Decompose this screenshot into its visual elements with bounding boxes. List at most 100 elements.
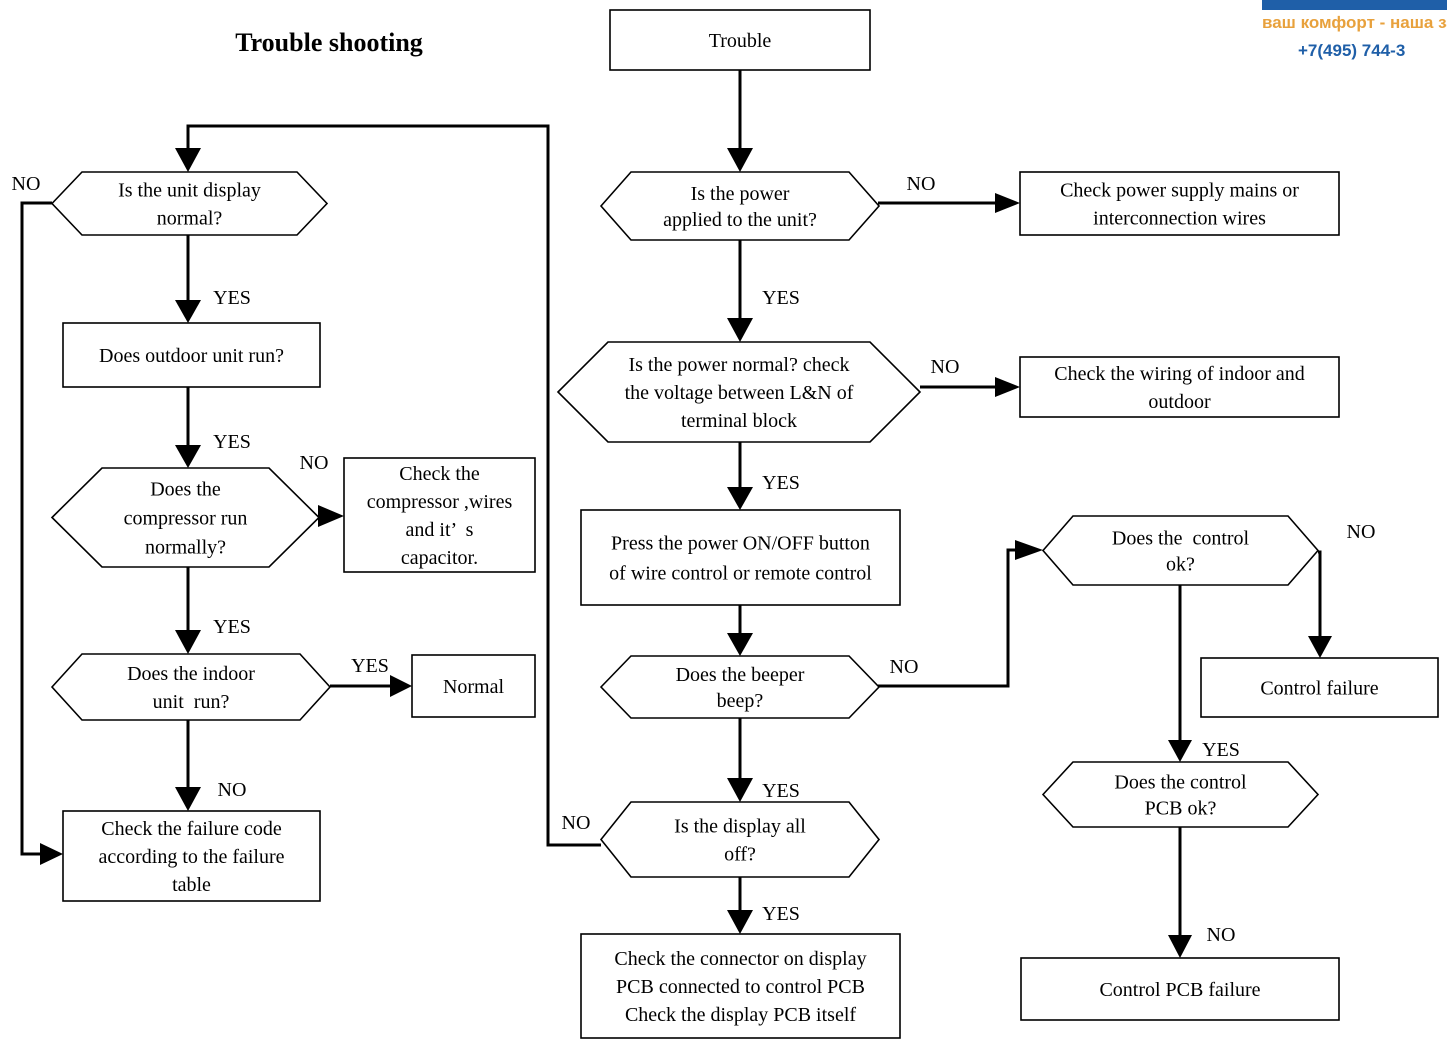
node-text-line: ok? — [1166, 554, 1195, 576]
node-text-line: Is the unit display — [118, 180, 261, 202]
node-text-line: Does outdoor unit run? — [99, 345, 284, 367]
edge-label-compressor-no: NO — [300, 452, 329, 474]
node-text-line: Check the wiring of indoor and — [1054, 363, 1305, 385]
node-indoor-run: Does the indoor unit run? — [50, 653, 332, 721]
decision-hexagon — [599, 171, 881, 241]
node-text-line: Control PCB failure — [1099, 979, 1260, 1001]
decision-hexagon — [50, 653, 332, 721]
decision-hexagon — [599, 655, 881, 719]
node-text-line: Does the indoor — [127, 663, 255, 685]
decision-hexagon — [599, 801, 881, 878]
process-box — [411, 654, 536, 718]
decision-hexagon — [1041, 515, 1320, 586]
watermark: ваш комфорт - наша заб +7(495) 744-3 — [1262, 0, 1447, 60]
node-text-line: unit run? — [153, 691, 230, 713]
arrowhead-to-display-normal — [175, 148, 201, 172]
connectors — [20, 69, 1322, 935]
edge-label-powernormal-no: NO — [931, 356, 960, 378]
edge-display-no — [186, 124, 601, 847]
edge-label-indoor-yes: YES — [351, 655, 389, 677]
node-power-normal: Is the power normal? check the voltage be… — [556, 341, 922, 443]
node-text-line: the voltage between L&N of — [625, 382, 854, 404]
arrowhead-to-compressor — [175, 445, 201, 468]
process-box — [580, 933, 901, 1039]
arrowhead-to-outdoor — [175, 300, 201, 323]
arrowhead-to-check-compressor — [318, 505, 344, 527]
edge-label-beeper-no: NO — [890, 656, 919, 678]
process-box — [1020, 957, 1340, 1021]
process-box — [62, 322, 321, 388]
node-text-line: PCB connected to control PCB — [616, 976, 865, 998]
arrowhead-to-failure-code-from-indoor — [175, 787, 201, 811]
edge-beeper-no — [878, 548, 1018, 688]
node-text-line: Trouble — [709, 30, 772, 52]
node-text-line: Press the power ON/OFF button — [611, 533, 870, 555]
node-text-line: compressor run — [124, 508, 248, 530]
edge-label-powernormal-yes: YES — [762, 472, 800, 494]
edge-displaynormal-no — [20, 201, 52, 856]
watermark-slogan: ваш комфорт - наша заб — [1262, 13, 1447, 32]
process-box — [1019, 171, 1340, 236]
node-text-line: Check the failure code — [101, 818, 282, 840]
process-box — [580, 509, 901, 606]
edge-control-no — [1318, 550, 1322, 636]
arrowhead-to-pcb-failure — [1168, 935, 1192, 958]
edge-label-pcb-no: NO — [1207, 924, 1236, 946]
process-box — [609, 9, 871, 71]
node-text-line: Check the connector on display — [614, 948, 866, 970]
edge-label-display-no: NO — [562, 812, 591, 834]
process-box — [1200, 657, 1439, 718]
node-text-line: Normal — [443, 676, 505, 698]
edge-label-compressor-yes: YES — [213, 616, 251, 638]
node-text-line: Does the control — [1114, 772, 1247, 794]
node-pcb-failure: Control PCB failure — [1020, 957, 1340, 1021]
edge-label-beeper-yes: YES — [762, 780, 800, 802]
node-control-ok: Does the control ok? — [1041, 515, 1320, 586]
arrowhead-to-normal — [390, 675, 412, 697]
decision-hexagon — [556, 341, 922, 443]
node-text-line: terminal block — [681, 410, 797, 432]
node-text-line: Is the display all — [674, 816, 806, 838]
node-text-line: according to the failure — [98, 846, 284, 868]
node-failure-code: Check the failure code according to the f… — [62, 810, 321, 902]
decision-hexagon — [50, 467, 321, 568]
arrowhead-to-pcb — [1168, 740, 1192, 762]
node-text-line: Check the display PCB itself — [625, 1004, 856, 1026]
arrowhead-to-beeper — [727, 633, 753, 656]
node-text-line: Check the — [399, 463, 480, 485]
node-text-line: PCB ok? — [1145, 798, 1217, 820]
process-box — [62, 810, 321, 902]
node-text-line: Does the — [150, 479, 221, 501]
node-text-line: Is the power normal? check — [628, 354, 849, 376]
edge-label-displaynormal-no: NO — [12, 173, 41, 195]
node-trouble: Trouble — [609, 9, 871, 71]
edge-label-indoor-no: NO — [218, 779, 247, 801]
edge-label-power-no: NO — [907, 173, 936, 195]
arrowhead-to-check-wiring — [995, 377, 1020, 397]
node-text-line: interconnection wires — [1093, 208, 1266, 230]
node-text-line: Check power supply mains or — [1060, 180, 1299, 202]
node-control-failure: Control failure — [1200, 657, 1439, 718]
arrowhead-to-failure-code — [40, 843, 63, 865]
node-text-line: and it’ s — [406, 519, 474, 541]
edge-label-control-no: NO — [1347, 521, 1376, 543]
node-text-line: normal? — [157, 208, 223, 230]
arrowhead-to-control — [1015, 540, 1043, 560]
node-text-line: applied to the unit? — [663, 209, 817, 231]
node-compressor-run: Does the compressor run normally? — [50, 467, 321, 568]
page-title: Trouble shooting — [235, 28, 423, 57]
node-check-mains: Check power supply mains or interconnecti… — [1019, 171, 1340, 236]
node-text-line: Does the control — [1112, 528, 1250, 550]
arrowhead-to-press — [727, 487, 753, 510]
node-text-line: normally? — [145, 537, 226, 559]
process-box — [343, 457, 536, 573]
decision-hexagon — [50, 171, 329, 236]
